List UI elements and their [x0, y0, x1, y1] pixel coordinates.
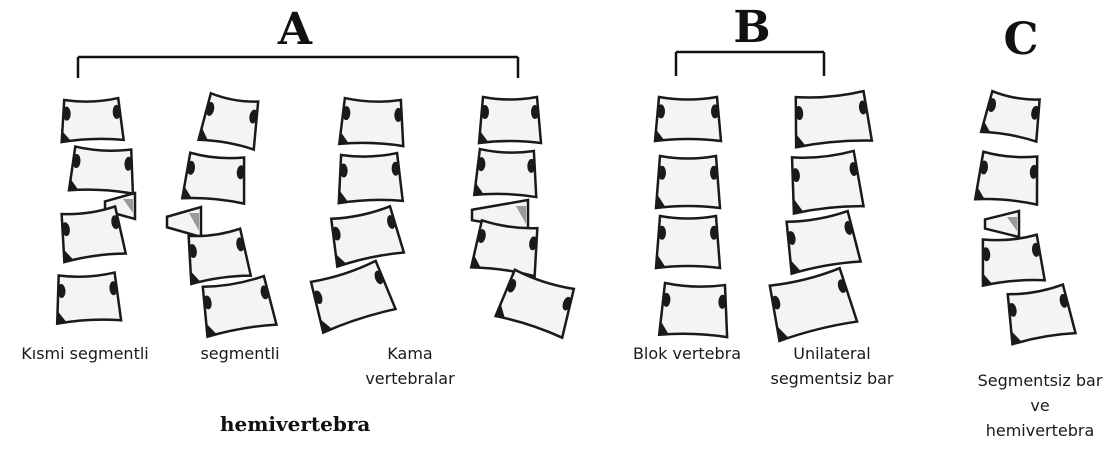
vertebra-col1-2	[69, 146, 135, 193]
label-segmentsiz-line3: hemivertebra	[970, 420, 1110, 442]
label-kama-line1: Kama	[350, 343, 470, 365]
vertebra-col4-2	[474, 149, 538, 197]
vertebra-col6-3	[783, 210, 861, 273]
vertebra-col7-3	[985, 211, 1019, 237]
vertebra-col6-2	[788, 151, 863, 214]
vertebra-col7-4	[979, 234, 1045, 285]
vertebra-col6-4	[766, 267, 857, 341]
vertebra-col6-1	[792, 91, 872, 147]
vertebra-col4-1	[479, 97, 541, 143]
vertebra-col4-5	[496, 269, 578, 338]
vertebra-col1-5	[55, 272, 121, 323]
vertebra-col2-3	[167, 207, 201, 237]
vertebra-col1-1	[60, 98, 123, 142]
vertebra-col2-4	[185, 228, 251, 284]
vertebra-col5-4	[659, 283, 729, 337]
vertebra-col3-4	[307, 260, 395, 333]
label-blok-vertebra: Blok vertebra	[617, 343, 757, 365]
vertebra-col3-1	[339, 98, 405, 146]
vertebra-col2-1	[199, 93, 262, 150]
label-segmentsiz-line1: Segmentsiz bar	[970, 370, 1110, 392]
group-letter-b: B	[727, 2, 777, 53]
label-kismi-segmentli: Kısmi segmentli	[0, 343, 170, 365]
bracket-a	[78, 57, 518, 78]
group-letter-a: A	[270, 4, 320, 55]
vertebra-col1-4	[58, 206, 126, 262]
label-kama-line2: vertebralar	[350, 368, 470, 390]
vertebra-col3-3	[327, 205, 403, 266]
vertebra-col7-5	[1004, 284, 1076, 344]
label-segmentsiz-line2: ve	[970, 395, 1110, 417]
caption-hemivertebra: hemivertebra	[220, 412, 370, 436]
label-unilateral-line1: Unilateral	[762, 343, 902, 365]
vertebra-col7-2	[975, 151, 1041, 204]
vertebra-col4-4	[471, 220, 541, 276]
label-unilateral-line2: segmentsiz bar	[762, 368, 902, 390]
bracket-b	[676, 52, 824, 76]
group-letter-c: C	[996, 14, 1046, 65]
vertebra-col2-2	[182, 152, 248, 203]
vertebra-col5-3	[656, 216, 720, 268]
vertebra-col5-1	[655, 97, 721, 141]
vertebra-col7-1	[981, 90, 1043, 141]
vertebra-col2-5	[199, 275, 277, 336]
vertebra-col5-2	[656, 156, 720, 208]
vertebra-col3-2	[337, 153, 403, 203]
label-segmentli: segmentli	[190, 343, 290, 365]
